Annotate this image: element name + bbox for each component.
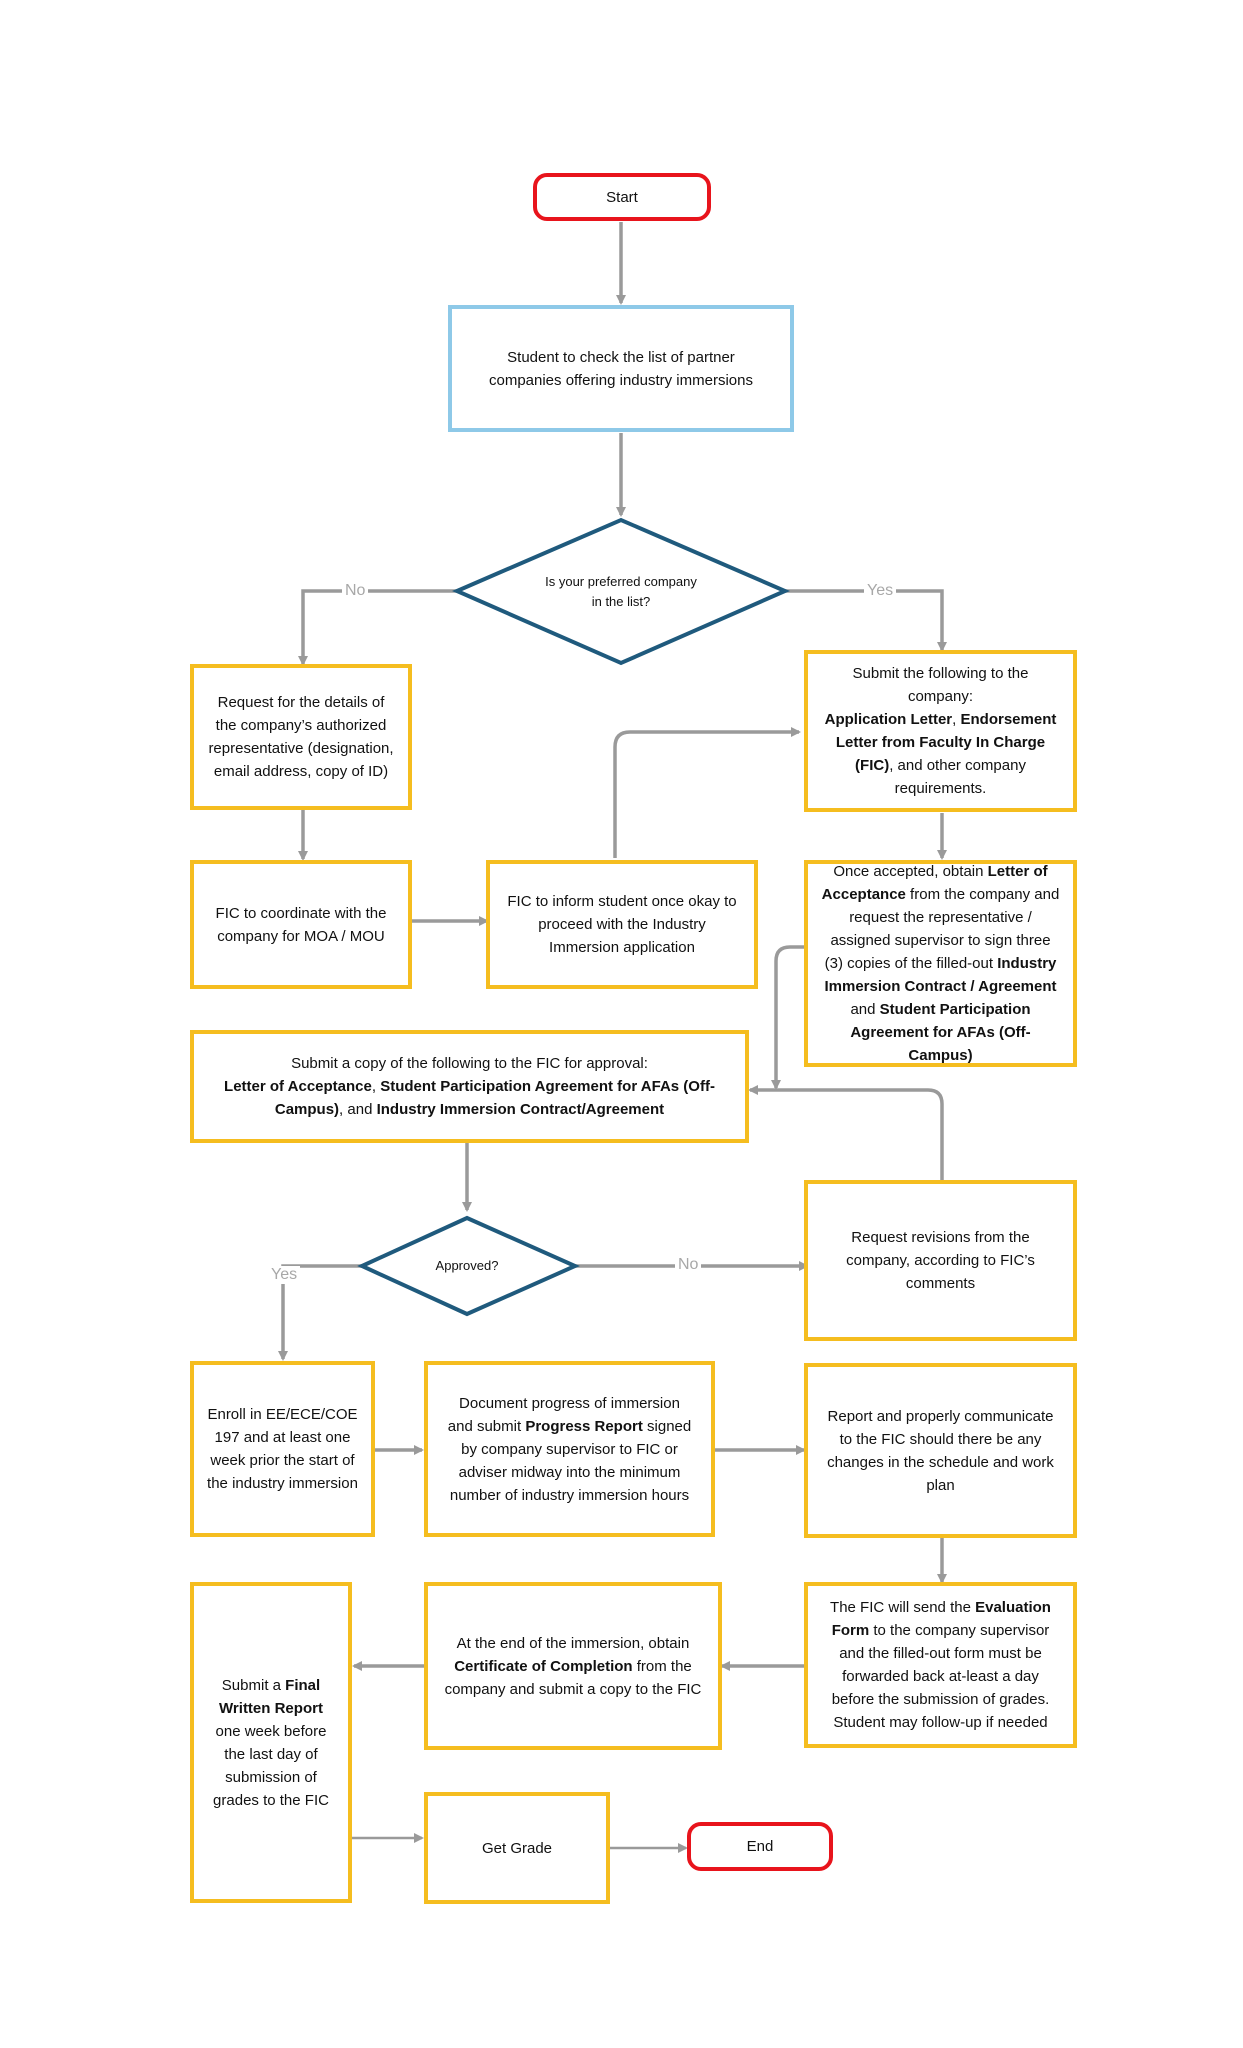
decision-company-node: Is your preferred company in the list? (540, 560, 702, 624)
edge-inform-submitcompany (613, 727, 801, 858)
enroll-text: Enroll in EE/ECE/COE 197 and at least on… (207, 1406, 358, 1492)
evaluation-form-text: The FIC will send the Evaluation Form to… (830, 1599, 1051, 1731)
check-list-node: Student to check the list of partner com… (448, 305, 794, 432)
edge-decision-yes (785, 589, 947, 652)
check-list-text: Student to check the list of partner com… (488, 348, 753, 389)
request-revisions-node: Request revisions from the company, acco… (804, 1180, 1077, 1341)
report-changes-text: Report and properly communicate to the F… (827, 1407, 1054, 1494)
start-node: Start (533, 173, 711, 221)
evaluation-form-node: The FIC will send the Evaluation Form to… (804, 1582, 1077, 1748)
request-details-node: Request for the details of the company’s… (190, 664, 412, 810)
edge-label-yes: Yes (268, 1266, 301, 1284)
fic-inform-node: FIC to inform student once okay to proce… (486, 860, 758, 989)
fic-inform-text: FIC to inform student once okay to proce… (507, 893, 737, 956)
decision-company-text: Is your preferred company in the list? (545, 574, 697, 609)
decision-approved-shape (357, 1215, 580, 1317)
request-details-text: Request for the details of the company’s… (208, 694, 394, 780)
submit-fic-text: Submit a copy of the following to the FI… (224, 1055, 715, 1118)
enroll-node: Enroll in EE/ECE/COE 197 and at least on… (190, 1361, 375, 1537)
decision-company-shape (451, 517, 791, 666)
get-grade-text: Get Grade (481, 1839, 553, 1857)
obtain-acceptance-node: Once accepted, obtain Letter of Acceptan… (804, 860, 1077, 1067)
obtain-acceptance-text: Once accepted, obtain Letter of Acceptan… (821, 863, 1060, 1064)
final-report-node: Submit a Final Written Report one week b… (190, 1582, 352, 1903)
edge-decision-no (298, 589, 457, 666)
document-progress-node: Document progress of immersion and submi… (424, 1361, 715, 1537)
edge-acceptance-submitfic (771, 945, 804, 1090)
decision-approved-node: Approved? (400, 1250, 534, 1282)
edge-label-yes: Yes (864, 582, 897, 600)
final-report-text: Submit a Final Written Report one week b… (213, 1676, 329, 1809)
certificate-text: At the end of the immersion, obtain Cert… (444, 1634, 702, 1698)
get-grade-node: Get Grade (424, 1792, 610, 1904)
submit-fic-node: Submit a copy of the following to the FI… (190, 1030, 749, 1143)
submit-company-node: Submit the following to the company: App… (804, 650, 1077, 812)
fic-coordinate-text: FIC to coordinate with the company for M… (215, 904, 387, 945)
start-label: Start (606, 188, 638, 206)
edge-label-no: No (675, 1256, 702, 1274)
edge-label-no: No (342, 582, 369, 600)
certificate-node: At the end of the immersion, obtain Cert… (424, 1582, 722, 1750)
end-label: End (746, 1838, 774, 1855)
submit-company-text: Submit the following to the company: App… (824, 665, 1057, 797)
fic-coordinate-node: FIC to coordinate with the company for M… (190, 860, 412, 989)
end-node: End (687, 1822, 833, 1871)
request-revisions-text: Request revisions from the company, acco… (846, 1229, 1035, 1292)
report-changes-node: Report and properly communicate to the F… (804, 1363, 1077, 1538)
decision-approved-text: Approved? (435, 1258, 499, 1273)
document-progress-text: Document progress of immersion and submi… (447, 1394, 692, 1504)
edge-revisions-submitfic (748, 1085, 944, 1180)
